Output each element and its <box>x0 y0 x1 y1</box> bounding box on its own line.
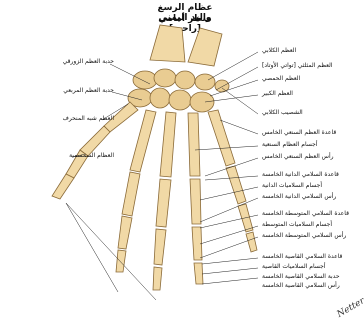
label-fifth-middle-phalanx-base: قاعدة السلامي المتوسطة الخامسة <box>262 210 349 217</box>
label-triquetrum-pisiform: العظم المثلثي [تواتي الأوتاد] <box>262 62 333 69</box>
label-second-phalanx-bodies: أجسام السلاميات الدانية <box>262 182 322 189</box>
label-hamate: العظم الكلابي <box>262 47 296 54</box>
label-second-phalanx-head: رأس السلامي الدانية الخامسة <box>262 193 336 200</box>
little-finger-bones <box>208 110 257 252</box>
label-trapezium-tubercle: حدبة العظم المربعي <box>63 87 114 94</box>
label-distal-phalanx-bodies: أجسام السلاميات القاصية <box>262 263 326 270</box>
label-fifth-distal-phalanx-base: قاعدة السلامي القاصية الخامسة <box>262 253 342 260</box>
radius-bone <box>150 25 185 62</box>
label-trapezoid: العظم شبه المنحرف <box>63 115 114 122</box>
label-scaphoid-tubercle: حدبة العظم الزورقي <box>63 58 114 65</box>
label-fifth-metacarpal-base: قاعدة العظم السنعي الخامس <box>262 129 336 136</box>
label-sesamoid-bones: العظام السمسمية <box>69 152 114 159</box>
label-fifth-distal-phalanx-head: رأس السلامي القاصية الخامسة <box>262 282 340 289</box>
label-fifth-metacarpal-head: رأس العظم السنعي الخامس <box>262 153 334 160</box>
label-fifth-middle-phalanx-head: رأس السلامي المتوسطة الخامسة <box>262 232 346 239</box>
label-middle-phalanx-bodies: أجسام السلاميات المتوسطة <box>262 221 332 228</box>
label-ulnar-styloid: الشصيب الكلابي <box>262 109 303 116</box>
label-hook-hamate: العظم الحمصي <box>262 75 300 82</box>
carpal-bones <box>128 69 229 112</box>
index-finger-bones <box>116 110 156 272</box>
ulna-bone <box>188 28 222 66</box>
label-fifth-distal-phalanx-tuberosity: حدبة السلامي القاصية الخامسة <box>262 273 340 280</box>
label-metacarpal-bodies: أجسام العظام السنعية <box>262 141 318 148</box>
label-capitate: العظم الكبير <box>262 90 293 97</box>
middle-finger-bones <box>153 112 176 290</box>
label-second-phalanx-base: قاعدة السلامي الدانية الخامسة <box>262 171 339 178</box>
ring-finger-bones <box>188 113 203 284</box>
